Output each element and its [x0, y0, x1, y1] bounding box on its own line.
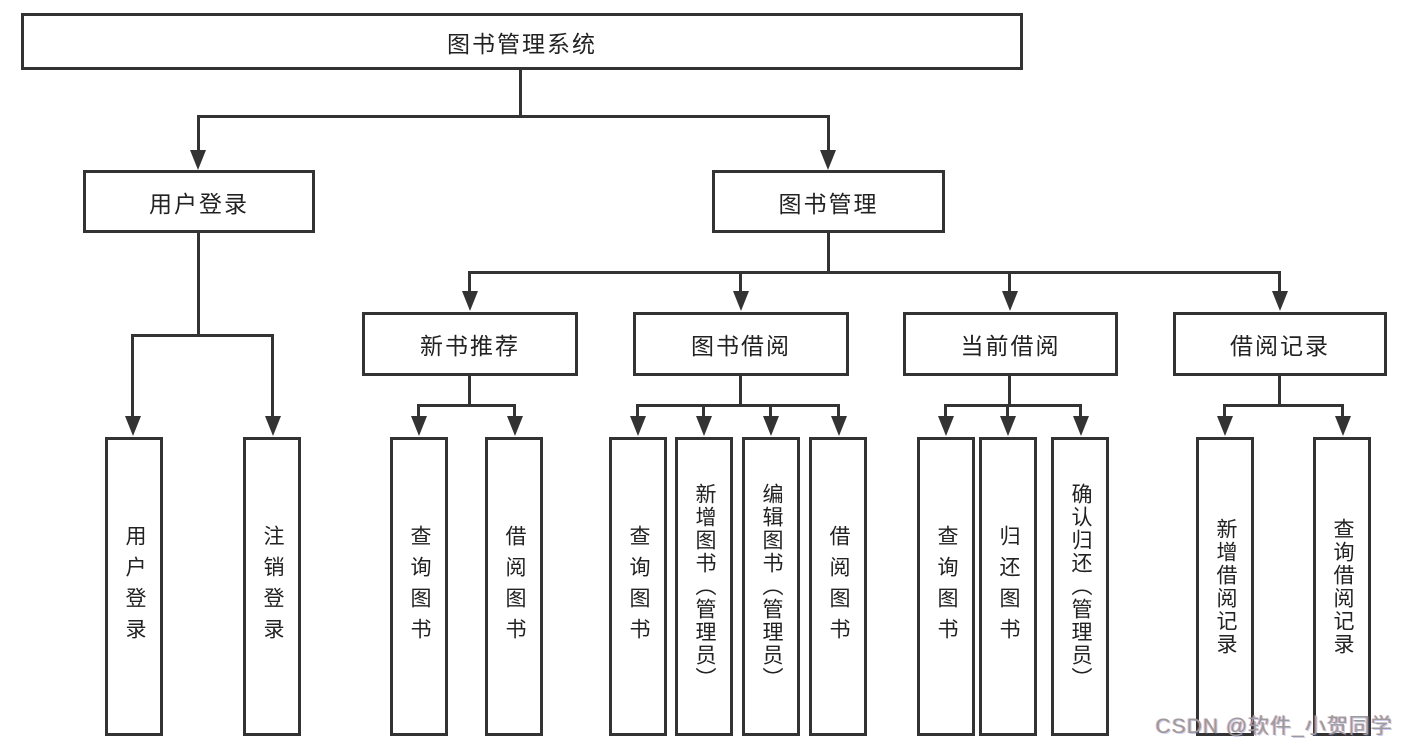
connector-book-management-rail [468, 271, 1281, 274]
connector-drop-new-book-rec [468, 271, 471, 295]
node-current-borrowing: 当前借阅 [903, 312, 1118, 376]
arrowhead-book-borrow [733, 291, 749, 311]
node-user-login-label: 用户登录 [149, 190, 249, 217]
connector-new-book-rec-rail [417, 404, 516, 407]
connector-drop-borrow-books-2 [837, 404, 840, 419]
connector-drop-book-borrow [739, 271, 742, 295]
connector-drop-edit-book [769, 404, 772, 419]
connector-new-book-rec-stem [468, 375, 471, 407]
connector-drop-book-management [827, 115, 830, 153]
node-new-book-recommendation: 新书推荐 [362, 312, 578, 376]
leaf-logout-label: 注销登录 [261, 524, 284, 649]
connector-drop-add-book [702, 404, 705, 419]
watermark-text: CSDN @软件_小贺同学 [1155, 715, 1393, 738]
leaf-edit-book-admin: 编辑图书（管理员） [742, 437, 800, 736]
leaf-confirm-return-admin-label: 确认归还（管理员） [1069, 483, 1092, 690]
leaf-user-login: 用户登录 [105, 437, 163, 736]
connector-drop-query-record [1341, 404, 1344, 419]
leaf-user-login-label: 用户登录 [123, 524, 146, 649]
watermark: CSDN @软件_小贺同学 [1156, 710, 1393, 740]
connector-drop-user-login [197, 115, 200, 153]
leaf-query-books-3: 查询图书 [917, 437, 975, 736]
arrowhead-borrow-books-1 [507, 416, 523, 436]
connector-root-rail [197, 115, 830, 118]
connector-drop-leaf-user-login [131, 334, 134, 418]
connector-drop-query-books-1 [417, 404, 420, 419]
arrowhead-confirm-return [1073, 416, 1089, 436]
connector-borrowing-records-rail [1223, 404, 1344, 407]
connector-root-stem [519, 69, 522, 117]
connector-book-management-stem [827, 232, 830, 274]
arrowhead-borrow-books-2 [831, 416, 847, 436]
node-borrowing-records-label: 借阅记录 [1230, 333, 1330, 359]
connector-book-borrowing-rail [636, 404, 840, 407]
node-book-management: 图书管理 [712, 170, 945, 233]
connector-borrowing-records-stem [1278, 375, 1281, 407]
node-root-label: 图书管理系统 [447, 30, 597, 57]
node-root-library-management-system: 图书管理系统 [21, 13, 1023, 70]
arrowhead-edit-book [763, 416, 779, 436]
arrowhead-book-management [820, 150, 836, 170]
arrowhead-add-book [696, 416, 712, 436]
leaf-query-books-2-label: 查询图书 [627, 524, 650, 649]
connector-user-login-stem [197, 232, 200, 337]
leaf-confirm-return-admin: 确认归还（管理员） [1051, 437, 1109, 736]
leaf-query-books-3-label: 查询图书 [935, 524, 958, 649]
arrowhead-return-book [1000, 416, 1016, 436]
leaf-query-borrow-record: 查询借阅记录 [1313, 437, 1371, 736]
connector-drop-borrow-books-1 [513, 404, 516, 419]
connector-drop-confirm-return [1079, 404, 1082, 419]
arrowhead-query-books-2 [630, 416, 646, 436]
node-book-borrowing-label: 图书借阅 [691, 333, 791, 359]
connector-drop-current-borrow [1008, 271, 1011, 295]
node-borrowing-records: 借阅记录 [1173, 312, 1387, 376]
arrowhead-leaf-logout [265, 416, 281, 436]
node-book-borrowing: 图书借阅 [633, 312, 849, 376]
connector-user-login-rail [131, 334, 273, 337]
connector-drop-leaf-logout [271, 334, 274, 418]
leaf-add-borrow-record: 新增借阅记录 [1196, 437, 1254, 736]
node-current-borrowing-label: 当前借阅 [960, 333, 1061, 359]
node-user-login: 用户登录 [83, 170, 315, 233]
arrowhead-query-record [1335, 416, 1351, 436]
leaf-return-book-label: 归还图书 [997, 524, 1020, 649]
node-book-management-label: 图书管理 [778, 190, 879, 217]
arrowhead-borrow-records [1272, 291, 1288, 311]
node-new-book-recommendation-label: 新书推荐 [420, 333, 520, 359]
leaf-borrow-books-1: 借阅图书 [485, 437, 543, 736]
leaf-add-book-admin: 新增图书（管理员） [675, 437, 733, 736]
arrowhead-new-book-rec [462, 291, 478, 311]
connector-drop-borrow-records [1278, 271, 1281, 295]
leaf-query-books-1-label: 查询图书 [408, 524, 431, 649]
leaf-borrow-books-1-label: 借阅图书 [503, 524, 526, 649]
leaf-borrow-books-2: 借阅图书 [809, 437, 867, 736]
connector-drop-query-books-2 [636, 404, 639, 419]
leaf-return-book: 归还图书 [979, 437, 1037, 736]
leaf-query-books-2: 查询图书 [609, 437, 667, 736]
arrowhead-leaf-user-login [125, 416, 141, 436]
connector-book-borrowing-stem [739, 375, 742, 407]
connector-drop-return-book [1006, 404, 1009, 419]
leaf-add-book-admin-label: 新增图书（管理员） [693, 483, 716, 690]
leaf-add-borrow-record-label: 新增借阅记录 [1214, 517, 1237, 656]
connector-current-borrowing-rail [944, 404, 1082, 407]
connector-drop-add-record [1223, 404, 1226, 419]
leaf-query-borrow-record-label: 查询借阅记录 [1331, 517, 1354, 656]
arrowhead-add-record [1217, 416, 1233, 436]
leaf-edit-book-admin-label: 编辑图书（管理员） [760, 483, 783, 690]
arrowhead-current-borrow [1002, 291, 1018, 311]
arrowhead-query-books-1 [411, 416, 427, 436]
arrowhead-query-books-3 [938, 416, 954, 436]
arrowhead-user-login [190, 150, 206, 170]
connector-current-borrowing-stem [1008, 375, 1011, 407]
leaf-query-books-1: 查询图书 [390, 437, 448, 736]
leaf-logout: 注销登录 [243, 437, 301, 736]
leaf-borrow-books-2-label: 借阅图书 [827, 524, 850, 649]
connector-drop-query-books-3 [944, 404, 947, 419]
